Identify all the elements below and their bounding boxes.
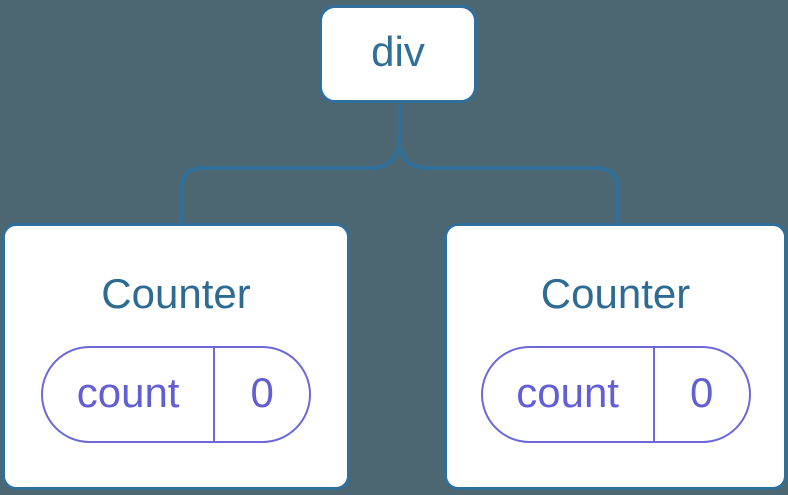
state-pill: count 0 xyxy=(480,346,751,444)
tree-node-counter-1: Counter count 0 xyxy=(2,223,350,490)
state-key-label: count xyxy=(76,368,180,416)
component-title: Counter xyxy=(101,270,251,317)
state-value-cell: 0 xyxy=(652,348,749,442)
connector-branch-left xyxy=(179,104,401,226)
state-key-label: count xyxy=(516,368,619,416)
component-title: Counter xyxy=(540,270,691,317)
state-value-cell: 0 xyxy=(213,348,309,442)
tree-node-counter-2: Counter count 0 xyxy=(444,223,787,490)
state-key-cell: count xyxy=(483,348,653,441)
tree-node-root: div xyxy=(319,5,477,103)
state-value-label: 0 xyxy=(689,368,714,416)
connector-branch-right xyxy=(397,104,620,226)
root-node-label: div xyxy=(371,28,425,75)
state-value-label: 0 xyxy=(250,368,274,416)
state-key-cell: count xyxy=(43,348,213,441)
state-pill: count 0 xyxy=(41,346,311,444)
